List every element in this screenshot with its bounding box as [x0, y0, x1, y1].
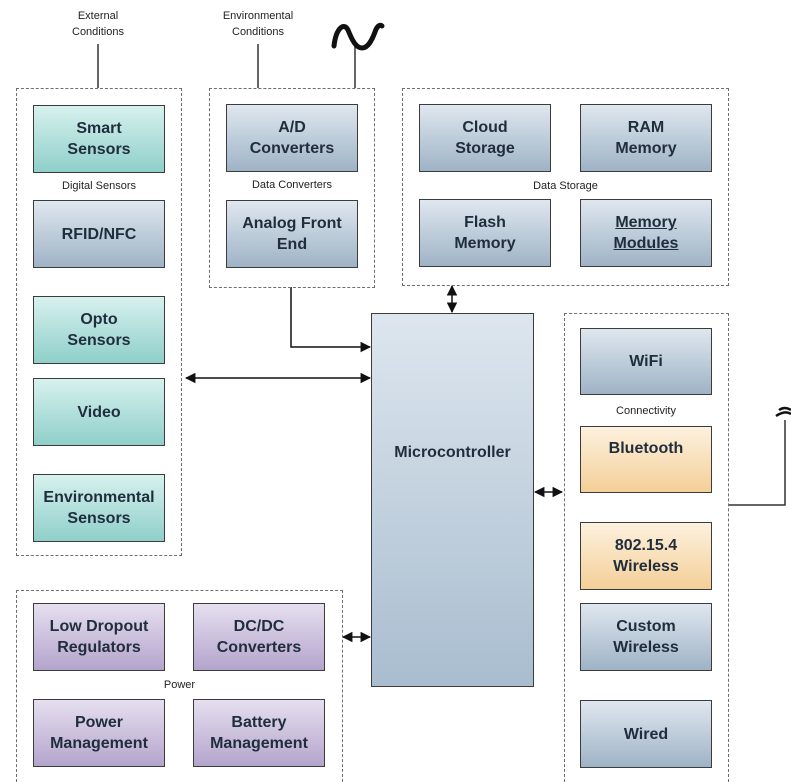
- afe-to-mcu-arrow: [290, 287, 372, 353]
- data-converters-label: Data Converters: [251, 179, 333, 191]
- power-group: [16, 590, 343, 782]
- data-converters-group: [209, 88, 375, 288]
- bluetooth-block[interactable]: Bluetooth: [580, 426, 712, 493]
- digital-sensors-group: [16, 88, 182, 556]
- data-storage-group: [402, 88, 729, 286]
- external-conditions-label: External Conditions: [72, 10, 124, 38]
- video-block[interactable]: Video: [33, 378, 165, 446]
- connectivity-label: Connectivity: [616, 405, 676, 417]
- environmental-conditions-label: Environmental Conditions: [222, 10, 294, 38]
- digital-sensors-label: Digital Sensors: [62, 180, 136, 192]
- sine-wave-icon: [331, 22, 385, 51]
- antenna-icon: [775, 406, 791, 418]
- connectivity-group: [564, 313, 729, 782]
- microcontroller-block[interactable]: Microcontroller: [371, 313, 534, 687]
- data-storage-label: Data Storage: [533, 180, 598, 192]
- wired-block[interactable]: Wired: [580, 700, 712, 768]
- antenna-line: [729, 420, 786, 506]
- wifi-block[interactable]: WiFi: [580, 328, 712, 395]
- power-label: Power: [163, 679, 196, 691]
- rfid-nfc-block[interactable]: RFID/NFC: [33, 200, 165, 268]
